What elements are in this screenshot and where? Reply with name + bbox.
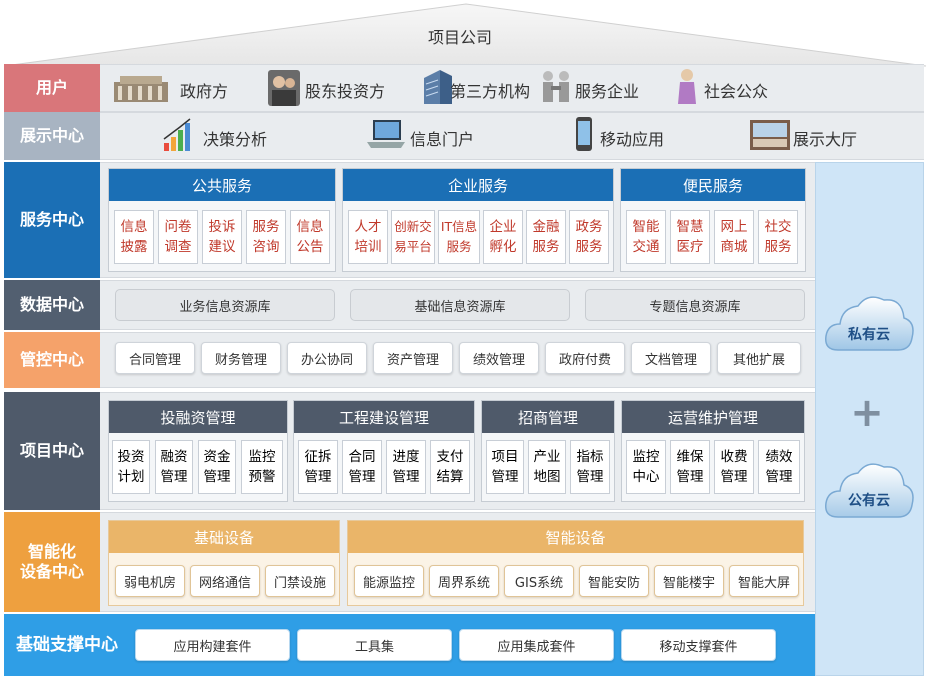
control-item: 资产管理 xyxy=(373,342,453,374)
user-item-shareholders: 股东投资方 xyxy=(305,82,386,101)
data-label: 数据中心 xyxy=(4,280,100,330)
service-item: 投诉 建议 xyxy=(202,210,242,264)
project-item: 维保 管理 xyxy=(670,440,710,494)
service-item: 金融 服务 xyxy=(526,210,566,264)
service-group-title: 企业服务 xyxy=(343,169,613,201)
project-item: 监控 中心 xyxy=(626,440,666,494)
public-person-icon xyxy=(678,69,696,104)
display-item-hall: 展示大厅 xyxy=(793,130,858,149)
service-item: 智能 交通 xyxy=(626,210,666,264)
third-party-building-icon xyxy=(424,70,452,104)
service-item: IT信息 服务 xyxy=(438,210,480,264)
project-group-title: 工程建设管理 xyxy=(294,401,474,433)
support-item: 应用构建套件 xyxy=(135,629,290,661)
devices-label: 智能化 设备中心 xyxy=(4,512,100,612)
control-label: 管控中心 xyxy=(4,332,100,388)
service-item: 信息 披露 xyxy=(114,210,154,264)
control-item: 办公协同 xyxy=(287,342,367,374)
service-group-title: 公共服务 xyxy=(109,169,335,201)
devices-group-title: 智能设备 xyxy=(348,521,803,553)
support-item: 移动支撑套件 xyxy=(621,629,776,661)
public-cloud-icon xyxy=(825,463,914,518)
project-group-title: 招商管理 xyxy=(482,401,614,433)
project-item: 融资 管理 xyxy=(155,440,193,494)
display-item-portal: 信息门户 xyxy=(410,130,475,149)
cloud-panel xyxy=(815,162,924,676)
project-item: 资金 管理 xyxy=(198,440,236,494)
control-item: 合同管理 xyxy=(115,342,195,374)
user-item-public: 社会公众 xyxy=(704,82,769,101)
service-group-title: 便民服务 xyxy=(621,169,805,201)
data-item-topic: 专题信息资源库 xyxy=(585,289,805,321)
shareholders-icon xyxy=(268,70,300,106)
control-item: 财务管理 xyxy=(201,342,281,374)
data-item-business: 业务信息资源库 xyxy=(115,289,335,321)
public-cloud-label: 公有云 xyxy=(848,493,890,509)
project-item: 产业 地图 xyxy=(528,440,566,494)
laptop-icon xyxy=(367,120,405,148)
device-item: 周界系统 xyxy=(429,565,499,597)
project-item: 投资 计划 xyxy=(112,440,150,494)
device-item: 智能安防 xyxy=(579,565,649,597)
device-item: 弱电机房 xyxy=(115,565,185,597)
project-label: 项目中心 xyxy=(4,392,100,510)
service-item: 网上 商城 xyxy=(714,210,754,264)
project-item: 支付 结算 xyxy=(430,440,470,494)
private-cloud-icon xyxy=(825,296,914,351)
device-item: 门禁设施 xyxy=(265,565,335,597)
device-item: 智能大屏 xyxy=(729,565,799,597)
users-label: 用户 xyxy=(4,64,100,112)
control-item: 政府付费 xyxy=(545,342,625,374)
project-item: 征拆 管理 xyxy=(298,440,338,494)
control-item: 其他扩展 xyxy=(717,342,801,374)
plus-sign: + xyxy=(850,390,884,436)
project-item: 监控 预警 xyxy=(241,440,283,494)
device-item: 能源监控 xyxy=(354,565,424,597)
display-item-decision: 决策分析 xyxy=(203,130,268,149)
project-item: 收费 管理 xyxy=(714,440,754,494)
support-item: 工具集 xyxy=(297,629,452,661)
private-cloud-label: 私有云 xyxy=(848,327,890,343)
roof-title: 项目公司 xyxy=(427,28,492,47)
project-item: 合同 管理 xyxy=(342,440,382,494)
display-label: 展示中心 xyxy=(4,112,100,160)
service-item: 社交 服务 xyxy=(758,210,798,264)
service-item: 信息 公告 xyxy=(290,210,330,264)
handshake-icon xyxy=(543,71,569,102)
bar-chart-icon xyxy=(163,118,191,151)
support-item: 应用集成套件 xyxy=(459,629,614,661)
control-item: 文档管理 xyxy=(631,342,711,374)
project-item: 绩效 管理 xyxy=(758,440,800,494)
device-item: GIS系统 xyxy=(504,565,574,597)
devices-label-line2: 设备中心 xyxy=(19,562,84,581)
support-label: 基础支撑中心 xyxy=(4,614,130,676)
project-item: 项目 管理 xyxy=(486,440,524,494)
device-item: 网络通信 xyxy=(190,565,260,597)
phone-icon xyxy=(576,117,592,151)
user-item-government: 政府方 xyxy=(180,82,229,101)
service-item: 政务 服务 xyxy=(569,210,609,264)
service-item: 企业 孵化 xyxy=(483,210,523,264)
device-item: 智能楼宇 xyxy=(654,565,724,597)
project-group-title: 运营维护管理 xyxy=(622,401,804,433)
display-item-mobile: 移动应用 xyxy=(600,130,665,149)
user-item-third-party: 第三方机构 xyxy=(450,82,531,101)
project-item: 指标 管理 xyxy=(570,440,610,494)
data-item-basic: 基础信息资源库 xyxy=(350,289,570,321)
service-item: 人才 培训 xyxy=(348,210,388,264)
service-item: 服务 咨询 xyxy=(246,210,286,264)
service-item: 创新交 易平台 xyxy=(391,210,435,264)
devices-label-line1: 智能化 xyxy=(27,542,76,561)
government-building-icon xyxy=(114,76,168,102)
service-item: 智慧 医疗 xyxy=(670,210,710,264)
service-label: 服务中心 xyxy=(4,162,100,278)
control-item: 绩效管理 xyxy=(459,342,539,374)
user-item-service-company: 服务企业 xyxy=(575,82,640,101)
service-item: 问卷 调查 xyxy=(158,210,198,264)
users-row xyxy=(100,64,924,112)
project-group-title: 投融资管理 xyxy=(109,401,287,433)
exhibition-hall-icon xyxy=(750,120,790,150)
devices-group-title: 基础设备 xyxy=(109,521,339,553)
project-item: 进度 管理 xyxy=(386,440,426,494)
